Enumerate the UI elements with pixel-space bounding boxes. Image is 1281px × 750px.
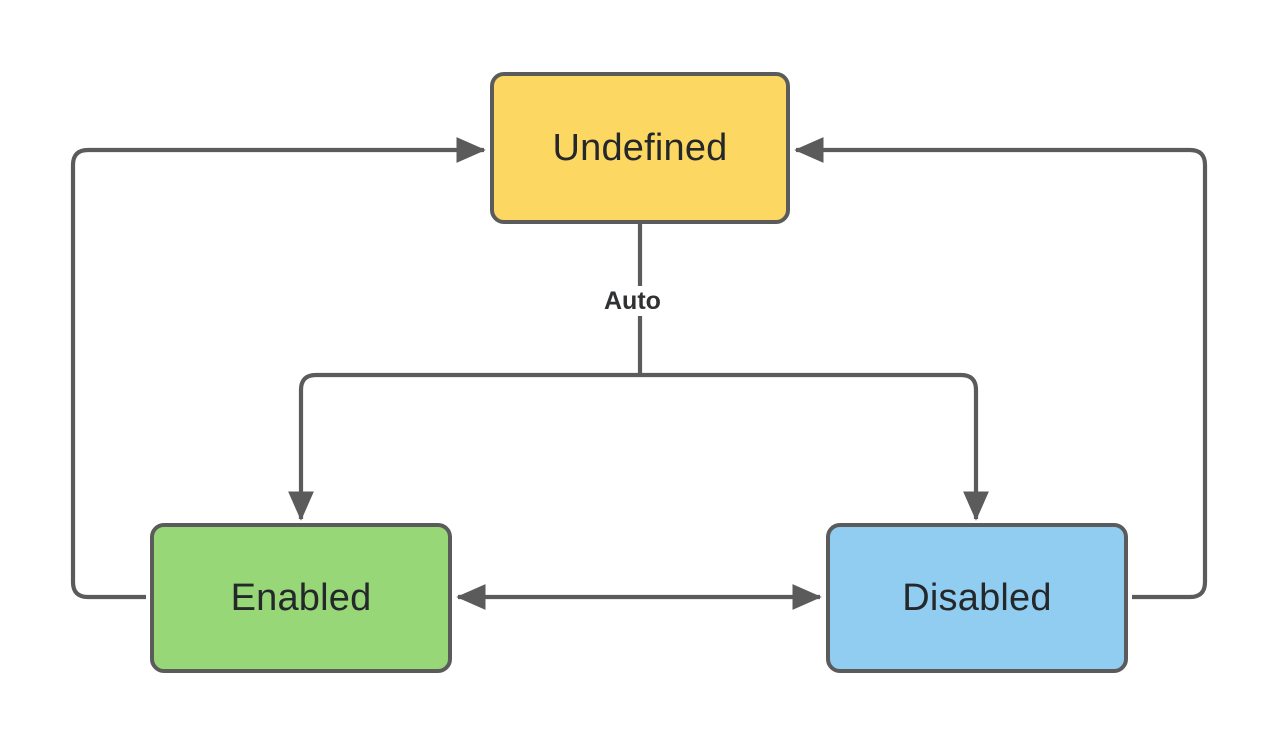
state-node-disabled[interactable]: Disabled xyxy=(826,523,1128,673)
state-node-disabled-label: Disabled xyxy=(902,577,1052,619)
edge-fork-to-enabled xyxy=(288,372,640,521)
edge-fork-to-disabled xyxy=(640,372,989,521)
state-node-enabled[interactable]: Enabled xyxy=(150,523,452,673)
state-node-enabled-label: Enabled xyxy=(230,577,372,619)
state-node-undefined[interactable]: Undefined xyxy=(490,72,790,224)
edge-label-auto: Auto xyxy=(598,286,667,317)
state-node-undefined-label: Undefined xyxy=(552,127,728,169)
edge-enabled-to-undefined xyxy=(70,137,486,600)
edge-disabled-to-undefined xyxy=(794,137,1208,600)
